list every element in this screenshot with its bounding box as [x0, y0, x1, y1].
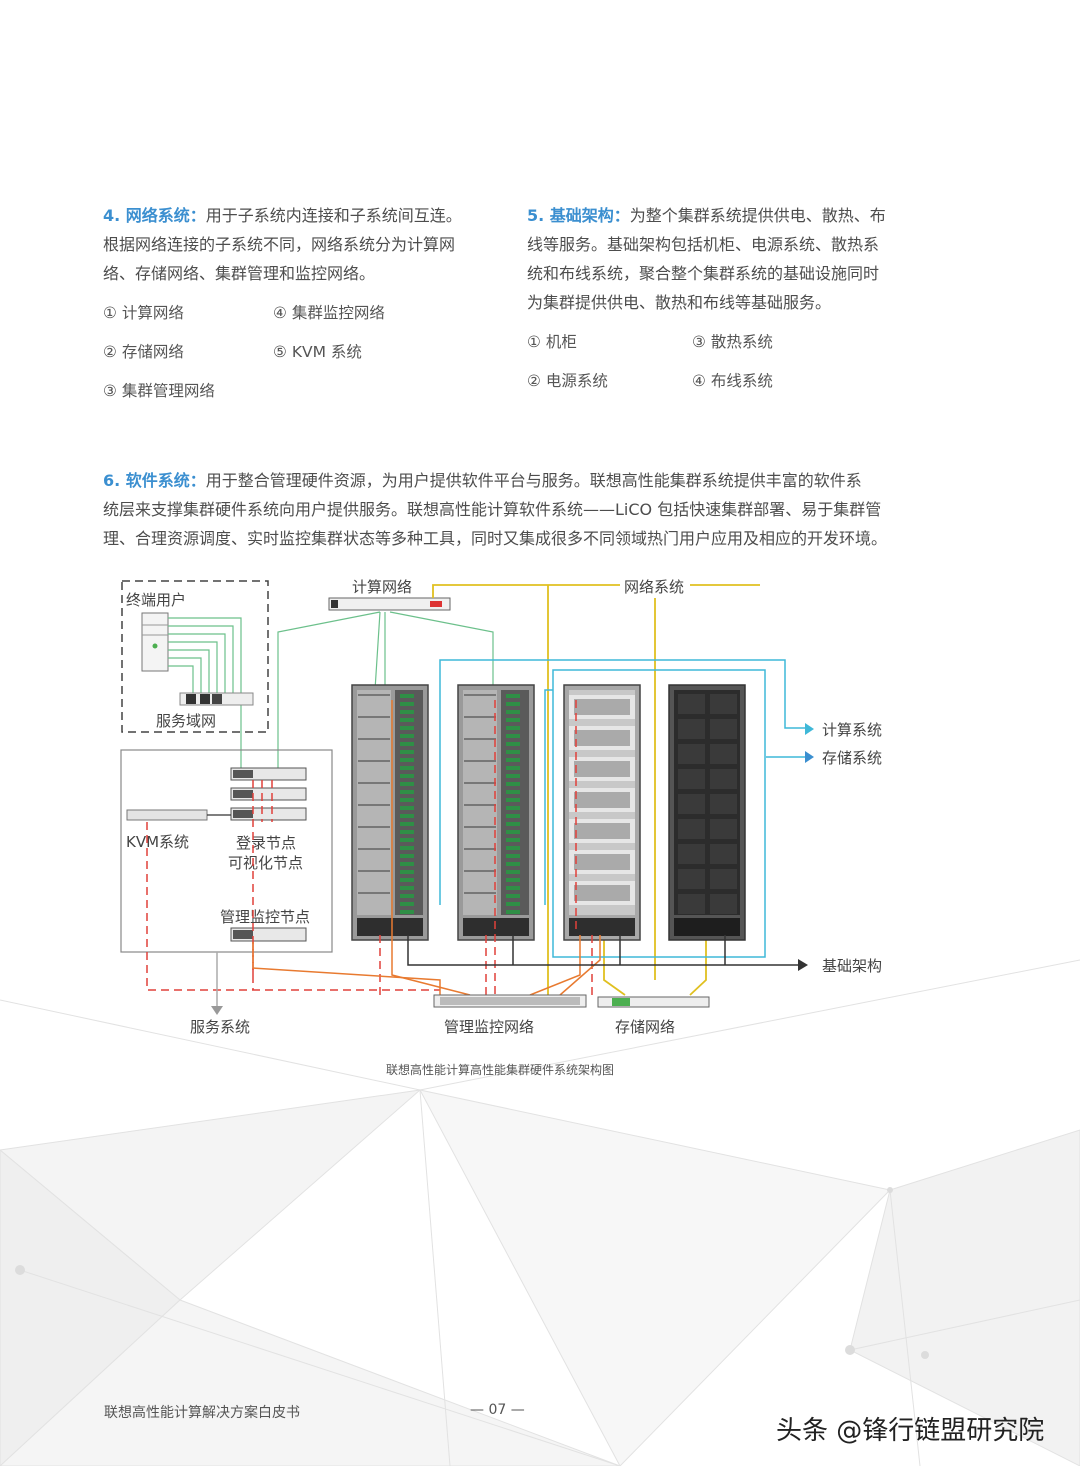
compute-rack-2	[457, 684, 535, 941]
software-system-section: 6. 软件系统：用于整合管理硬件资源，为用户提供软件平台与服务。联想高性能集群系…	[103, 466, 983, 553]
list-item: ④ 集群监控网络	[273, 304, 385, 322]
software-system-title: 6. 软件系统：	[103, 471, 206, 490]
service-system-box	[120, 749, 333, 953]
compute-network-label: 计算网络	[352, 578, 412, 596]
list-item: ② 存储网络	[103, 343, 184, 361]
infrastructure-line-3: 统和布线系统，聚合整个集群系统的基础设施同时	[527, 264, 880, 283]
network-system-title: 4. 网络系统：	[103, 206, 206, 225]
infrastructure-line-4: 为集群提供供电、散热和布线等基础服务。	[527, 293, 832, 312]
list-item: ② 电源系统	[527, 372, 608, 390]
mgmt-network-label: 管理监控网络	[444, 1018, 534, 1036]
list-item: ③ 集群管理网络	[103, 382, 215, 400]
kvm-label: KVM系统	[126, 833, 189, 851]
storage-system-arrow-icon	[805, 751, 814, 763]
infrastructure-line-1: 为整个集群系统提供供电、散热、布	[629, 206, 886, 225]
diagram-caption: 联想高性能计算高性能集群硬件系统架构图	[385, 1063, 614, 1077]
end-user-box	[121, 580, 269, 733]
mgmt-network-switch-icon	[433, 994, 587, 1008]
software-system-line-2: 统层来支撑集群硬件系统向用户提供服务。联想高性能计算软件系统——LiCO 包括快…	[103, 500, 882, 519]
list-item: ④ 布线系统	[692, 372, 773, 390]
software-system-line-1: 用于整合管理硬件资源，为用户提供软件平台与服务。联想高性能集群系统提供丰富的软件…	[205, 471, 862, 490]
network-system-label: 网络系统	[624, 578, 684, 596]
service-domain-label: 服务域网	[156, 712, 216, 730]
mgmt-node-label: 管理监控节点	[220, 908, 310, 926]
login-node-servers-icon	[230, 767, 307, 821]
service-system-label: 服务系统	[190, 1018, 250, 1036]
compute-system-arrow-icon	[805, 723, 814, 735]
service-system-arrow-icon	[211, 1006, 223, 1015]
kvm-icon	[126, 809, 231, 821]
footer-page-number: — 07 —	[470, 1402, 525, 1418]
end-user-label: 终端用户	[126, 591, 186, 609]
watermark: 头条 @锋行链盟研究院	[776, 1416, 1045, 1446]
storage-system-label: 存储系统	[822, 749, 882, 767]
network-system-line-2: 根据网络连接的子系统不同，网络系统分为计算网	[103, 235, 456, 254]
software-system-line-3: 理、合理资源调度、实时监控集群状态等多种工具，同时又集成很多不同领域热门用户应用…	[103, 529, 888, 548]
storage-network-switch-icon	[597, 996, 710, 1008]
login-node-label: 登录节点	[236, 834, 296, 852]
network-system-line-3: 络、存储网络、集群管理和监控网络。	[103, 264, 376, 283]
infrastructure-arrow-icon	[798, 959, 808, 971]
end-user-server-icon	[141, 612, 169, 672]
visual-node-label: 可视化节点	[228, 854, 303, 872]
list-item: ⑤ KVM 系统	[273, 343, 362, 361]
list-item: ① 计算网络	[103, 304, 184, 322]
infrastructure-section: 5. 基础架构：为整个集群系统提供供电、散热、布 线等服务。基础架构包括机柜、电…	[527, 201, 927, 317]
infrastructure-title: 5. 基础架构：	[527, 206, 630, 225]
mgmt-node-server-icon	[230, 927, 307, 942]
list-item: ③ 散热系统	[692, 333, 773, 351]
network-system-line-1: 用于子系统内连接和子系统间互连。	[205, 206, 462, 225]
infrastructure-line-2: 线等服务。基础架构包括机柜、电源系统、散热系	[527, 235, 880, 254]
list-item: ① 机柜	[527, 333, 577, 351]
storage-network-label: 存储网络	[615, 1018, 675, 1036]
footer-doc-title: 联想高性能计算解决方案白皮书	[104, 1405, 300, 1421]
architecture-diagram: 终端用户 服务域网 计算网络 网络系统 计算系统 存储系统	[120, 578, 882, 1036]
network-system-section: 4. 网络系统：用于子系统内连接和子系统间互连。 根据网络连接的子系统不同，网络…	[103, 201, 503, 288]
service-domain-switch-icon	[179, 692, 254, 706]
compute-system-label: 计算系统	[822, 721, 882, 739]
infrastructure-label: 基础架构	[822, 957, 882, 975]
compute-rack-1	[351, 684, 429, 941]
compute-network-switch-icon	[328, 597, 451, 611]
